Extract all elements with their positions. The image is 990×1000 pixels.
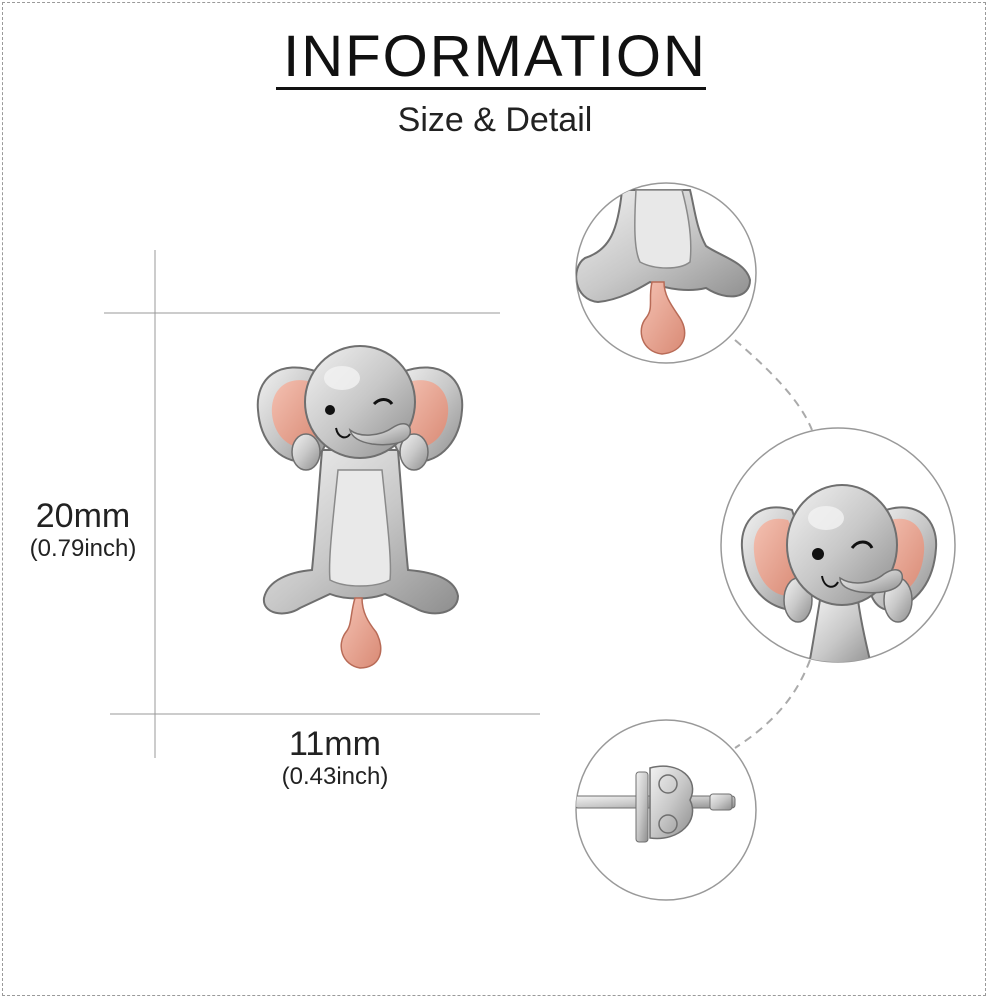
detail-circle-face — [720, 427, 956, 663]
height-inch-text: (0.79inch) — [29, 535, 137, 562]
width-mm-text: 11mm — [289, 725, 381, 763]
width-inch-text: (0.43inch) — [281, 763, 389, 790]
elephant-earring-main — [256, 345, 464, 669]
height-mm-text: 20mm — [35, 497, 131, 535]
height-dimension-label: 20mm (0.79inch) — [10, 497, 156, 563]
page-subtitle: Size & Detail — [397, 101, 593, 139]
page-title: INFORMATION — [283, 24, 707, 89]
title-underline — [276, 87, 706, 90]
dimension-guides — [104, 250, 540, 758]
detail-circle-back — [575, 719, 757, 901]
connector-arcs — [734, 339, 813, 749]
width-dimension-label: 11mm (0.43inch) — [255, 725, 415, 791]
detail-circle-tail — [575, 182, 757, 364]
